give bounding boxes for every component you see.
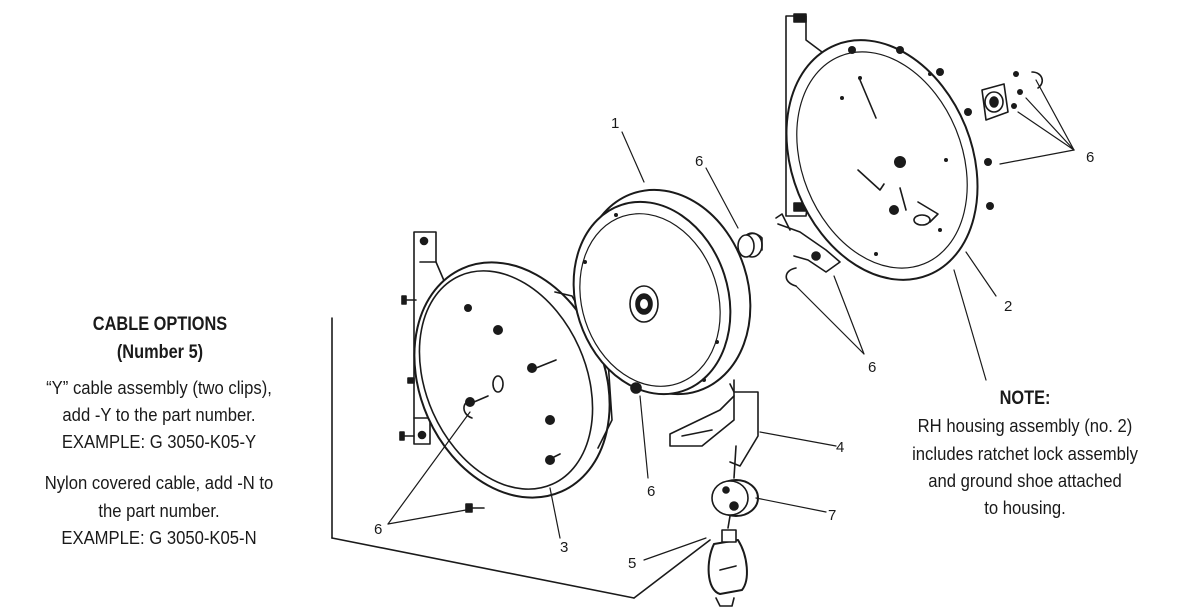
nut-part-6 <box>630 382 642 394</box>
callout-part-6-left-hw: 6 <box>374 521 382 538</box>
cable-options-line-2: add -Y to the part number. <box>62 404 256 425</box>
callout-part-2: 2 <box>1004 298 1012 315</box>
rh-housing-part-2 <box>785 13 979 281</box>
leader-lines <box>387 79 1075 561</box>
ground-shoe-part-4 <box>669 379 759 467</box>
note-line-3: and ground shoe attached <box>928 470 1122 491</box>
cable-clip-part-5 <box>707 529 748 607</box>
cable-options-line-3: EXAMPLE: G 3050-K05-Y <box>61 431 257 452</box>
callout-part-6-nut: 6 <box>647 483 655 500</box>
ratchet-lock-assembly <box>775 213 841 287</box>
callout-numbers: 1 6 6 2 6 4 7 5 3 6 6 <box>374 115 1094 572</box>
note-title: NOTE: <box>999 388 1051 409</box>
cable-options-subtitle: (Number 5) <box>116 342 204 363</box>
cable-stop-part-7 <box>711 445 759 529</box>
callout-part-3: 3 <box>560 539 568 556</box>
callout-part-7: 7 <box>828 507 836 524</box>
callout-part-5: 5 <box>628 555 636 572</box>
cable-options-line-1: “Y” cable assembly (two clips), <box>46 377 272 398</box>
callout-part-4: 4 <box>836 439 844 456</box>
note-line-1: RH housing assembly (no. 2) <box>917 415 1133 436</box>
drum-part-1 <box>572 188 752 396</box>
note-line-2: includes ratchet lock assembly <box>912 443 1138 464</box>
rh-hardware-part-6 <box>848 46 1044 210</box>
cable-options-line-4: Nylon covered cable, add -N to <box>44 472 274 493</box>
note-line-4: to housing. <box>984 497 1066 518</box>
callout-part-6-right-hw: 6 <box>1086 149 1094 166</box>
callout-part-6-bushing: 6 <box>695 153 703 170</box>
cable-options-line-6: EXAMPLE: G 3050-K05-N <box>61 527 257 548</box>
cable-options-bracket <box>331 317 711 599</box>
bushing-part-6 <box>737 232 763 258</box>
cable-options-line-5: the part number. <box>98 500 220 521</box>
screw-left-loose <box>465 503 485 513</box>
callout-part-6-clips: 6 <box>868 359 876 376</box>
callout-part-1: 1 <box>611 115 619 132</box>
cable-options-title: CABLE OPTIONS <box>92 314 228 335</box>
lh-housing-part-3 <box>399 231 613 499</box>
